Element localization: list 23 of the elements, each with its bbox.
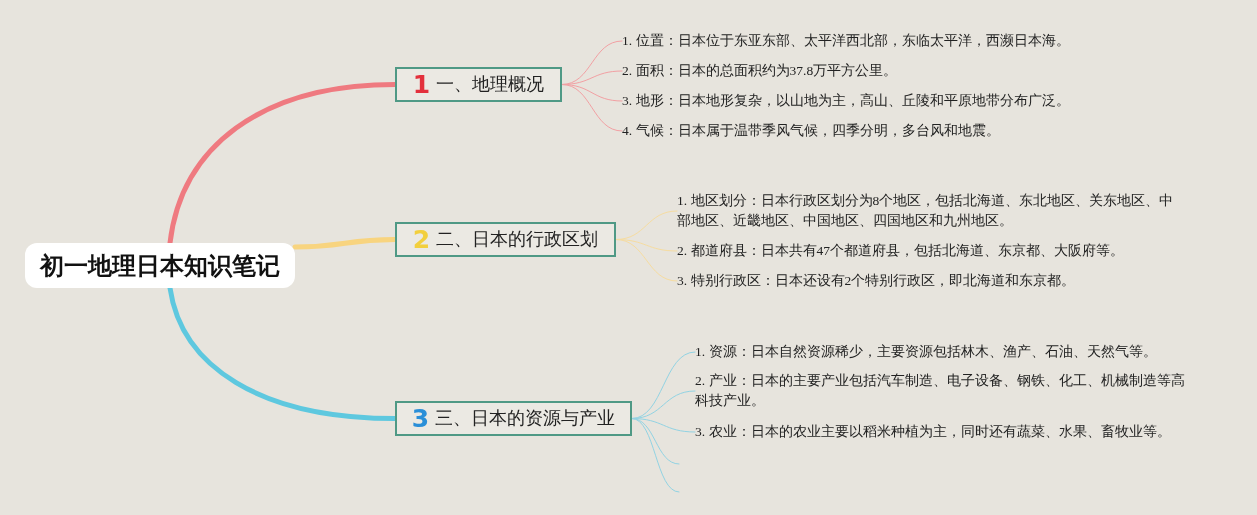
topic-title: 三、日本的资源与产业 (435, 407, 616, 430)
note-text: 1. 地区划分：日本行政区划分为8个地区，包括北海道、东北地区、关东地区、中部地区、近畿地区、中国地区、四国地区和九州地区。 (677, 191, 1182, 231)
note-text: 3. 农业：日本的农业主要以稻米种植为主，同时还有蔬菜、水果、畜牧业等。 (695, 423, 1171, 441)
note-text: 3. 特别行政区：日本还设有2个特别行政区，即北海道和东京都。 (677, 272, 1076, 290)
note-text: 2. 面积：日本的总面积约为37.8万平方公里。 (622, 62, 898, 80)
topic-box (395, 401, 632, 436)
step-number: 1 (412, 72, 431, 97)
topic-box (395, 67, 562, 102)
connector-line (615, 239, 678, 282)
central-topic-box: 初一地理日本知识笔记 (25, 243, 295, 288)
note-text: 4. 气候：日本属于温带季风气候，四季分明，多台风和地震。 (622, 122, 1000, 140)
topic-box (395, 222, 616, 257)
connector-line (561, 84, 623, 132)
topic-title: 二、日本的行政区划 (436, 228, 599, 251)
note-text: 1. 资源：日本自然资源稀少，主要资源包括林木、渔产、石油、天然气等。 (695, 343, 1157, 361)
step-number: 2 (412, 227, 431, 252)
connector-line (631, 418, 680, 493)
note-text: 2. 产业：日本的主要产业包括汽车制造、电子设备、钢铁、化工、机械制造等高科技产业。 (695, 371, 1195, 411)
note-text: 3. 地形：日本地形复杂，以山地为主，高山、丘陵和平原地带分布广泛。 (622, 92, 1070, 110)
note-text: 2. 都道府县：日本共有47个都道府县，包括北海道、东京都、大阪府等。 (677, 242, 1124, 260)
topic-title: 一、地理概况 (436, 73, 545, 96)
note-text: 1. 位置：日本位于东亚东部、太平洋西北部，东临太平洋，西濒日本海。 (622, 32, 1070, 50)
step-number: 3 (411, 406, 430, 431)
